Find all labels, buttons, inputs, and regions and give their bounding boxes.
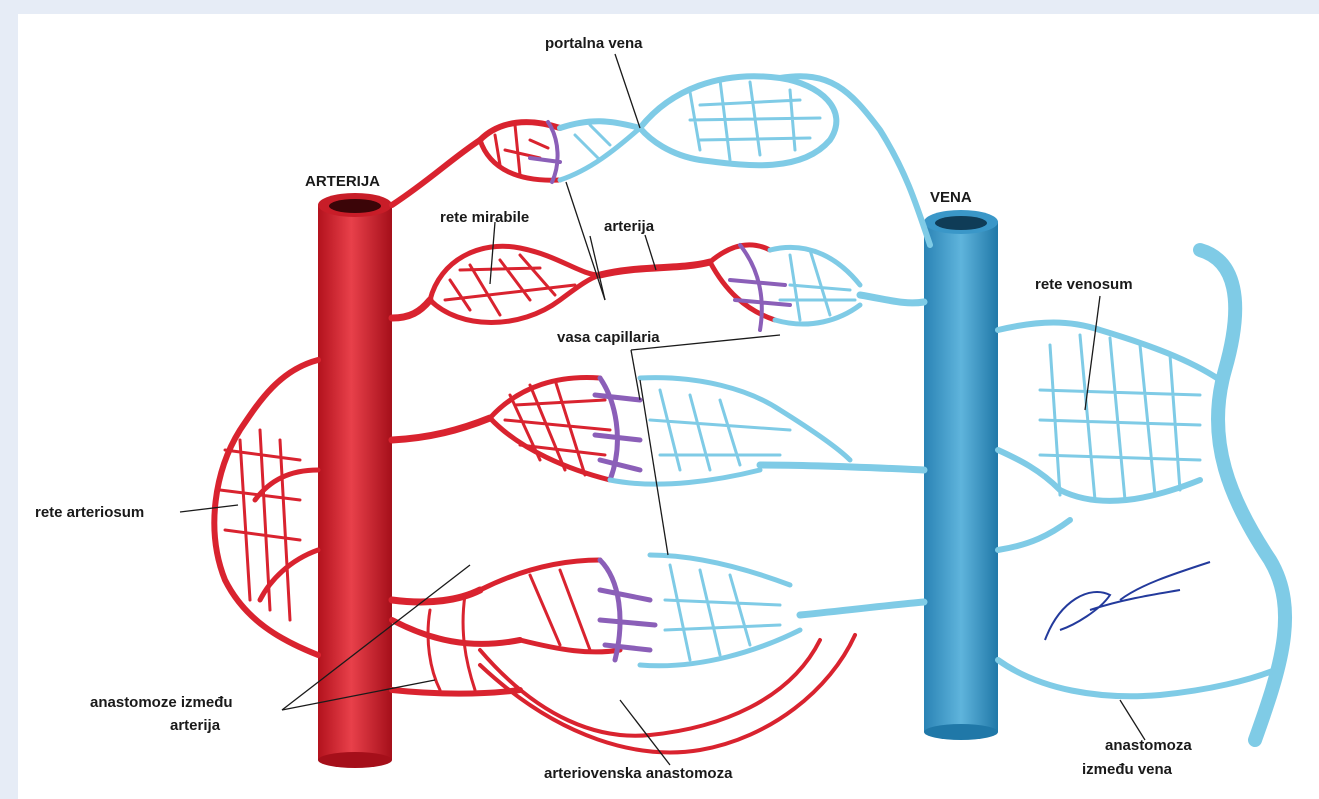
label-rete-venosum: rete venosum <box>1035 276 1133 293</box>
label-arteriovenska: arteriovenska anastomoza <box>544 765 733 782</box>
rete-mirabile-network <box>392 245 924 330</box>
label-vena-main: VENA <box>930 189 972 206</box>
label-anastomoza-vena-line2: između vena <box>1082 761 1173 778</box>
label-rete-arteriosum: rete arteriosum <box>35 504 144 521</box>
label-arterija-main: ARTERIJA <box>305 173 380 190</box>
label-rete-mirabile: rete mirabile <box>440 209 529 226</box>
label-vasa-capillaria: vasa capillaria <box>557 329 660 346</box>
main-artery <box>318 193 392 768</box>
arteriovenous-anastomosis <box>480 635 855 752</box>
label-anastomoza-vena-line1: anastomoza <box>1105 737 1192 754</box>
main-vein <box>924 210 998 740</box>
rete-venosum-network <box>998 250 1285 740</box>
signature-graphic <box>1045 562 1210 640</box>
capillary-network-lower <box>392 555 924 694</box>
label-arterija-small: arterija <box>604 218 655 235</box>
label-portalna-vena: portalna vena <box>545 35 643 52</box>
label-anastomoze-line2: arterija <box>170 717 221 734</box>
label-anastomoze-line1: anastomoze između <box>90 694 233 711</box>
rete-arteriosum-network <box>214 360 318 655</box>
capillary-network-middle <box>392 377 924 484</box>
